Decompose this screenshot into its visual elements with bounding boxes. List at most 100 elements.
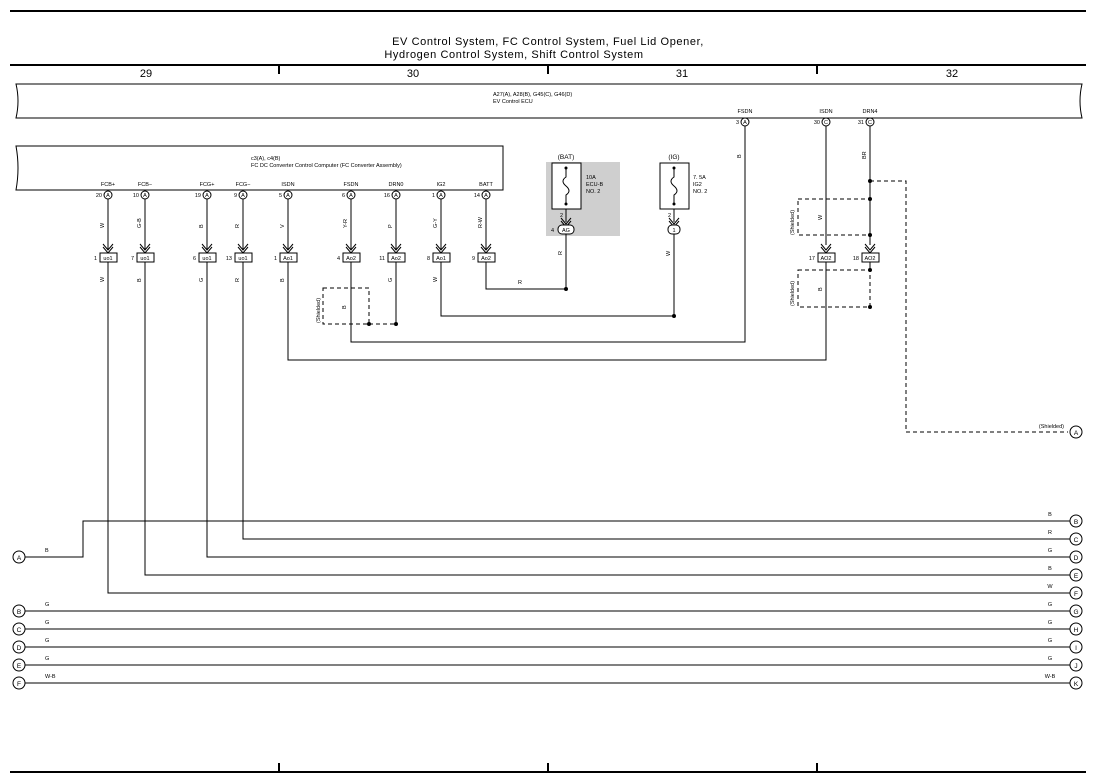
wire-reference-letter: E (17, 663, 22, 670)
pin-number: 19 (195, 193, 201, 199)
wire-color-label: G (388, 278, 394, 282)
junction-pin-number: 4 (337, 256, 340, 262)
wire-color-label: G (199, 278, 205, 282)
wire-color-label: V (280, 224, 286, 228)
pin-number: 1 (432, 193, 435, 199)
fuse-pin: 2 (668, 213, 671, 219)
diagram-title-line-1: EV Control System, FC Control System, Fu… (392, 36, 704, 48)
wire-color-label: W (433, 276, 439, 282)
junction-pin-number: 13 (226, 256, 232, 262)
wire-color-label: P (388, 224, 394, 228)
wire-color-label: B (137, 278, 143, 282)
junction-pin-number: 8 (427, 256, 430, 262)
wire-color-label: W (666, 250, 672, 256)
wire-reference-letter: H (1074, 627, 1079, 634)
fuse-ig2-no2: (IG) 7. 5A IG2 NO. 2 2 1 W (659, 154, 707, 316)
fc-pin-label: FCG− (236, 182, 251, 188)
wire-color-label: R (518, 280, 522, 286)
wire-color-label: B (199, 224, 205, 228)
wire-color-label: W (1047, 584, 1053, 590)
wire-color-label: B (1048, 566, 1052, 572)
pin-connector-letter: A (205, 193, 209, 199)
pin-connector-letter: A (484, 193, 488, 199)
wire-color-label: G (1048, 620, 1052, 626)
fc-ecu-name: FC DC Converter Control Computer (FC Con… (251, 163, 402, 169)
ev-pin-label: FSDN (738, 109, 753, 115)
pin-connector-letter: A (106, 193, 110, 199)
wire-color-label: G (1048, 638, 1052, 644)
wire-color-label: R (558, 251, 564, 255)
fc-pin-label: FCB+ (101, 182, 115, 188)
wire-reference-letter: F (1074, 591, 1078, 598)
wire-segment (144, 262, 1070, 576)
wire-color-label: G-Y (433, 218, 439, 228)
wire-color-label: G-B (137, 218, 143, 228)
connector-pin: 4 (551, 228, 554, 234)
connector-code: AG (562, 228, 570, 234)
connector-arrow-icon (864, 243, 876, 254)
pin-connector-letter: A (394, 193, 398, 199)
junction-pin-number: 6 (193, 256, 196, 262)
wire-color-label: G (45, 638, 49, 644)
pin-number: 31 (858, 120, 864, 126)
pin-number: 20 (96, 193, 102, 199)
fc-pin-label: BATT (479, 182, 493, 188)
section-number: 30 (407, 68, 419, 80)
pin-number: 14 (474, 193, 480, 199)
connector-code: 1 (672, 228, 675, 234)
wire-color-label: G (45, 656, 49, 662)
wire-reference-letter: A (17, 555, 22, 562)
wire-reference-letter: B (17, 609, 21, 616)
wire-color-label: B (737, 154, 743, 158)
junction-pin-number: 18 (853, 256, 859, 262)
junction-connector-code: uo1 (140, 256, 149, 262)
fuse-name: NO. 2 (693, 189, 707, 195)
junction-connector-code: Ao1 (436, 256, 446, 262)
fuse-element-icon (562, 168, 570, 204)
junction-pin-number: 11 (379, 256, 385, 262)
wire-reference-letter: C (17, 627, 22, 634)
wire-color-label: G (1048, 548, 1052, 554)
fuse-name: IG2 (693, 182, 702, 188)
wiring-elements: FSDNA3ISDNC30DRN4C31FCB+A20Wuo11WFCB−A10… (12, 109, 1083, 690)
fc-converter-ecu: c3(A), c4(B) FC DC Converter Control Com… (15, 145, 504, 191)
junction-connector-code: Ao2 (481, 256, 491, 262)
fc-pin-label: FCG+ (200, 182, 215, 188)
ev-ecu-codes: A27(A), A28(B), G45(C), G46(D) (493, 92, 572, 98)
pin-number: 9 (234, 193, 237, 199)
junction-pin-number: 1 (94, 256, 97, 262)
fuse-name: ECU-B (586, 182, 603, 188)
pin-connector-letter: A (439, 193, 443, 199)
wire-reference-letter: F (17, 681, 21, 688)
wire-color-label: G (45, 602, 49, 608)
ev-pin-label: DRN4 (863, 109, 878, 115)
pin-connector-letter: A (241, 193, 245, 199)
wire-reference-letter: J (1074, 663, 1077, 670)
wire-color-label: B (280, 278, 286, 282)
fc-pin-label: FCB− (138, 182, 152, 188)
fc-pin-label: IG2 (437, 182, 446, 188)
pin-connector-letter: A (743, 120, 747, 126)
wire-reference-letter: D (17, 645, 22, 652)
wire-reference-circle (1069, 425, 1083, 439)
fuse-element-icon (670, 168, 678, 204)
fc-pin-label: FSDN (344, 182, 359, 188)
pin-number: 10 (133, 193, 139, 199)
wire-color-label: G (45, 620, 49, 626)
wire-segment (206, 262, 1070, 558)
section-number: 31 (676, 68, 688, 80)
wire-color-label: BR (862, 151, 868, 159)
section-number: 32 (946, 68, 958, 80)
junction-pin-number: 7 (131, 256, 134, 262)
wire-color-label: W (100, 276, 106, 282)
ev-control-ecu: A27(A), A28(B), G45(C), G46(D) EV Contro… (15, 83, 1083, 119)
wire-reference-letter: D (1074, 555, 1079, 562)
wire-reference-letter: K (1074, 681, 1079, 688)
shield-label: (Shielded) (1039, 424, 1064, 430)
wire-color-label: G (1048, 602, 1052, 608)
wire-color-label: W-B (1045, 674, 1056, 680)
junction-connector-code: uo1 (238, 256, 247, 262)
fuse-rating: 10A (586, 175, 596, 181)
wire-color-label: W (100, 222, 106, 228)
pin-number: 30 (814, 120, 820, 126)
